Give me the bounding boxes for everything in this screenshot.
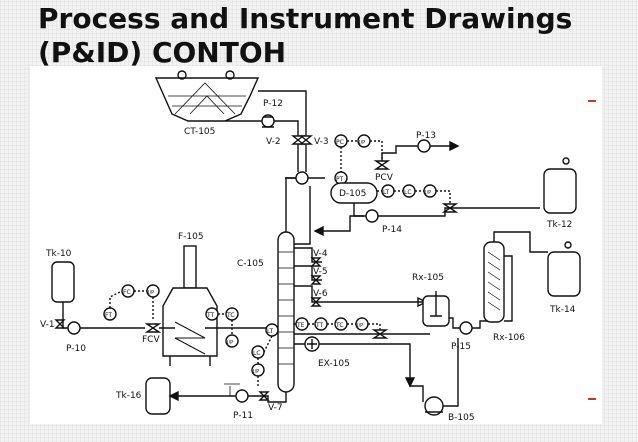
svg-text:LT: LT bbox=[383, 189, 390, 196]
instrument-pc: PC bbox=[334, 134, 348, 148]
instrument-tc-bottom: TC bbox=[334, 317, 348, 331]
pump-p14 bbox=[365, 209, 379, 223]
instrument-fc: FC bbox=[121, 284, 135, 298]
instrument-ip-temp: I/P bbox=[225, 334, 239, 348]
svg-text:I/P: I/P bbox=[253, 369, 259, 375]
svg-text:I/P: I/P bbox=[359, 140, 365, 146]
label-v4: V-4 bbox=[313, 249, 328, 259]
instrument-ip-bottom: I/P bbox=[355, 317, 369, 331]
furnace-f105: F-105 bbox=[162, 232, 218, 366]
reactor-rx106: Rx-106 bbox=[483, 241, 525, 343]
label-v2: V-2 bbox=[266, 137, 281, 147]
label-v5: V-5 bbox=[313, 267, 328, 277]
valve-v3 bbox=[299, 135, 313, 145]
instrument-lc-column: LC bbox=[251, 345, 265, 359]
pump-p12 bbox=[261, 114, 275, 128]
label-d105: D-105 bbox=[339, 189, 366, 199]
label-p12: P-12 bbox=[263, 99, 283, 109]
label-tk10: Tk-10 bbox=[45, 249, 72, 259]
accent-mark-top bbox=[588, 100, 596, 102]
tank-tk10: Tk-10 bbox=[45, 249, 75, 303]
label-f105: F-105 bbox=[178, 232, 204, 242]
instrument-ft: FT bbox=[103, 307, 117, 321]
label-tk16: Tk-16 bbox=[115, 391, 142, 401]
instrument-tc: TC bbox=[225, 307, 239, 321]
label-fcv: FCV bbox=[142, 335, 160, 345]
tank-tk14: Tk-14 bbox=[547, 241, 581, 315]
blower-b105: B-105 bbox=[424, 396, 475, 423]
label-rx106: Rx-106 bbox=[493, 333, 525, 343]
instrument-pt: PT bbox=[334, 171, 348, 185]
slide-title: Process and Instrument Drawings (P&ID) C… bbox=[38, 2, 628, 70]
drum-d105: D-105 bbox=[330, 182, 378, 204]
label-ct105: CT-105 bbox=[184, 127, 215, 137]
instrument-tt-bottom: TT bbox=[314, 317, 328, 331]
instrument-ip-drum: I/P bbox=[423, 184, 437, 198]
cooling-tower-ct105: CT-105 bbox=[154, 70, 260, 137]
pump-p15 bbox=[459, 321, 473, 335]
svg-text:I/P: I/P bbox=[227, 340, 233, 346]
pump-p10 bbox=[67, 321, 81, 335]
label-v3: V-3 bbox=[314, 137, 329, 147]
label-p14: P-14 bbox=[382, 225, 402, 235]
instrument-lt-column: LT bbox=[265, 323, 279, 337]
label-p13: P-13 bbox=[416, 131, 436, 141]
pump-p13 bbox=[417, 139, 431, 153]
title-line-1: Process and Instrument Drawings bbox=[38, 2, 573, 35]
svg-text:PT: PT bbox=[336, 176, 344, 183]
tank-tk16: Tk-16 bbox=[115, 377, 171, 415]
svg-text:FC: FC bbox=[123, 289, 131, 296]
label-tk14: Tk-14 bbox=[549, 305, 576, 315]
valve-v7 bbox=[258, 391, 270, 401]
valve-fcv bbox=[144, 323, 162, 333]
valve-v5 bbox=[310, 275, 322, 285]
svg-text:LT: LT bbox=[267, 328, 274, 335]
instrument-ip-pressure: I/P bbox=[357, 134, 371, 148]
valve-v6 bbox=[310, 297, 322, 307]
instrument-ip-flow: I/P bbox=[146, 284, 160, 298]
valve-pcv bbox=[373, 160, 391, 170]
valve-reboiler bbox=[371, 329, 389, 339]
label-tk12: Tk-12 bbox=[546, 220, 572, 230]
svg-text:I/P: I/P bbox=[357, 323, 363, 329]
exchanger-ex105: EX-105 bbox=[304, 336, 350, 369]
instrument-te: TE bbox=[295, 317, 309, 331]
instrument-ip-column: I/P bbox=[251, 363, 265, 377]
svg-text:LC: LC bbox=[253, 350, 261, 357]
label-v7: V-7 bbox=[268, 403, 283, 413]
label-v6: V-6 bbox=[313, 289, 328, 299]
pump-p11 bbox=[235, 389, 249, 403]
instrument-lt-drum: LT bbox=[381, 184, 395, 198]
svg-text:I/P: I/P bbox=[425, 190, 431, 196]
label-pcv: PCV bbox=[375, 173, 394, 183]
svg-text:LC: LC bbox=[404, 189, 412, 196]
column-c105: C-105 bbox=[237, 231, 295, 393]
svg-text:TC: TC bbox=[335, 322, 344, 329]
label-c105: C-105 bbox=[237, 259, 264, 269]
label-p11: P-11 bbox=[233, 411, 253, 421]
label-ex105: EX-105 bbox=[318, 359, 350, 369]
valve-v1 bbox=[54, 319, 66, 329]
instrument-lc-drum: LC bbox=[402, 184, 416, 198]
reactor-rx105: Rx-105 bbox=[412, 273, 450, 327]
svg-text:TT: TT bbox=[315, 322, 324, 329]
svg-text:I/P: I/P bbox=[148, 290, 154, 296]
svg-text:PC: PC bbox=[336, 139, 344, 146]
svg-text:TC: TC bbox=[226, 312, 235, 319]
label-p15: P-15 bbox=[451, 342, 471, 352]
label-rx105: Rx-105 bbox=[412, 273, 444, 283]
label-p10: P-10 bbox=[66, 344, 86, 354]
instrument-tt: TT bbox=[205, 307, 219, 321]
valve-p14-line bbox=[441, 203, 459, 213]
valve-v2 bbox=[291, 135, 305, 145]
title-line-2: (P&ID) CONTOH bbox=[38, 36, 287, 69]
svg-text:TE: TE bbox=[296, 322, 305, 329]
svg-text:FT: FT bbox=[105, 312, 112, 319]
accent-mark-bottom bbox=[588, 398, 596, 400]
svg-text:TT: TT bbox=[206, 312, 215, 319]
pid-diagram: CT-105 P-12 V-2 V-3 PC I/P PCV P-13 PT D… bbox=[30, 66, 602, 424]
label-v1: V-1 bbox=[40, 320, 55, 330]
tank-tk12: Tk-12 bbox=[543, 157, 577, 230]
label-b105: B-105 bbox=[448, 413, 475, 423]
